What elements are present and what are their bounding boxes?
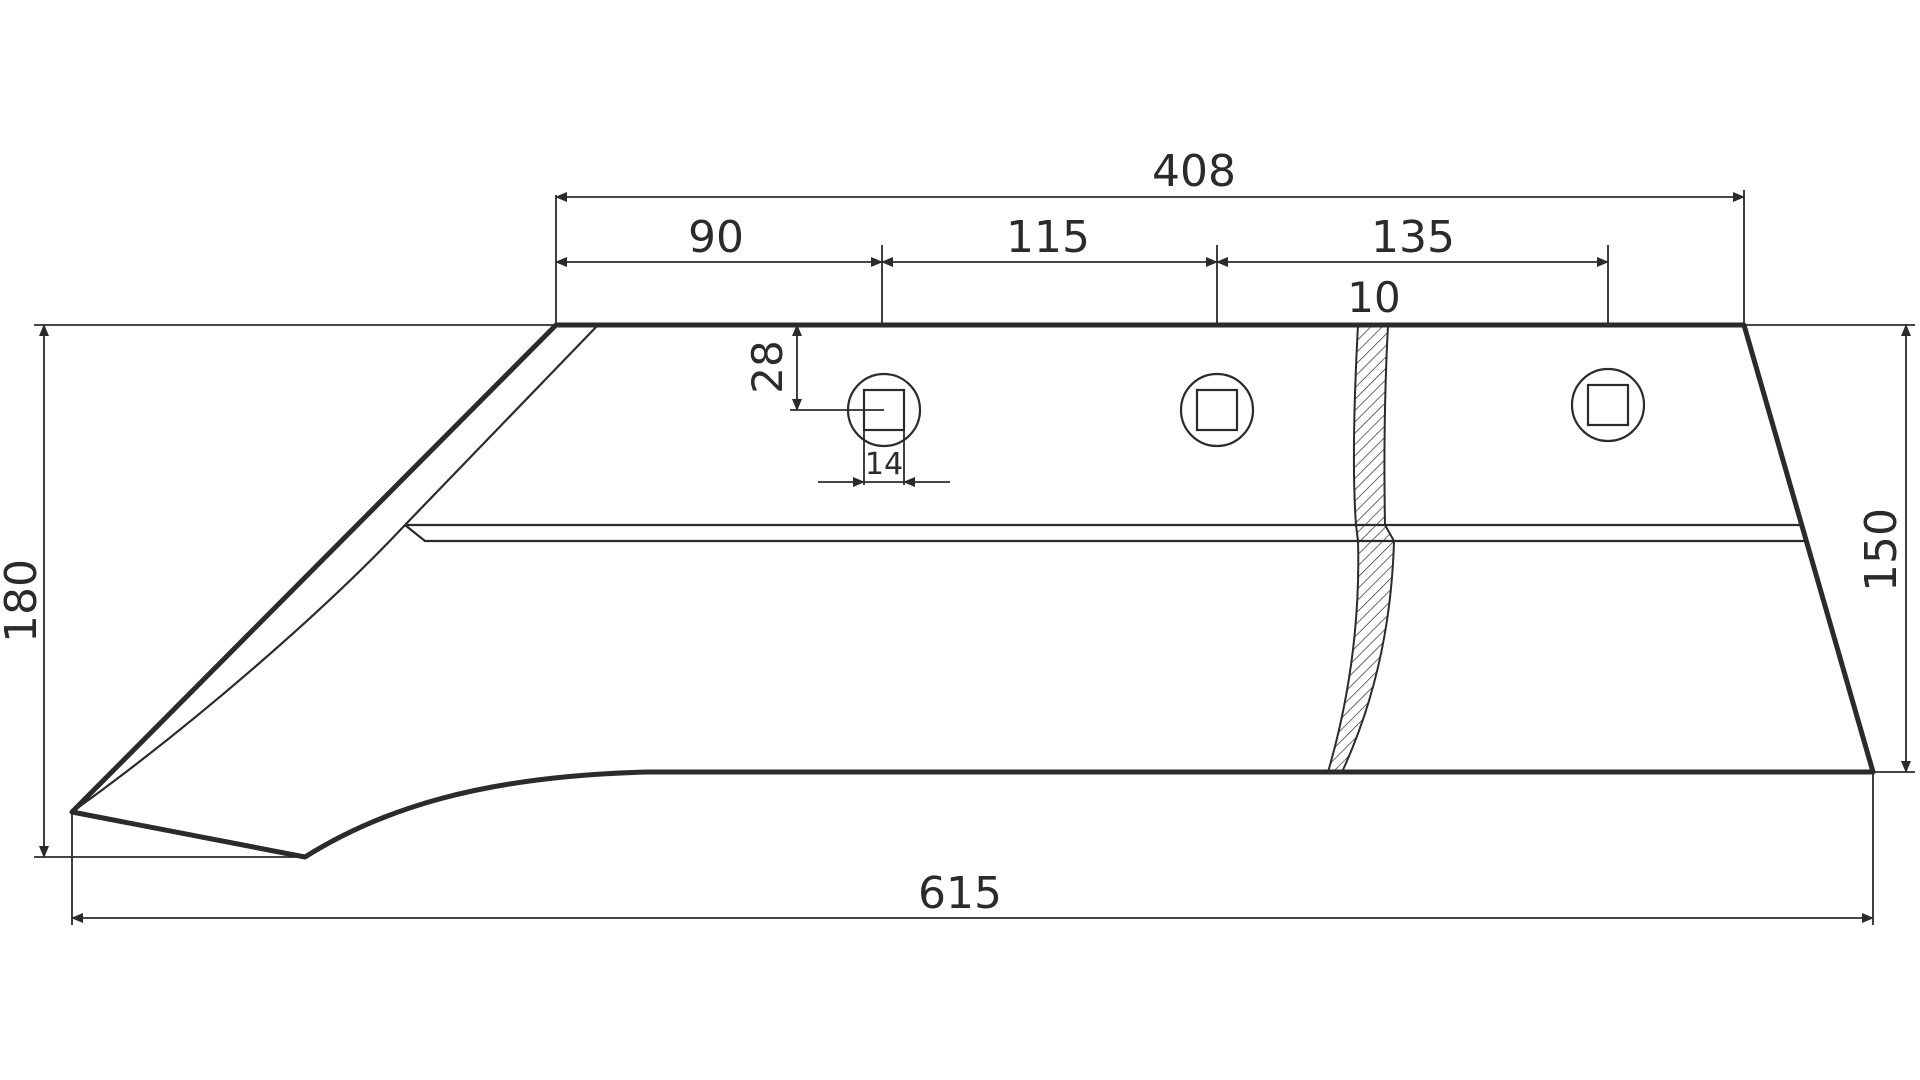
bolt-hole-2 [1179,372,1255,448]
dimension-lines [39,192,1911,923]
label-408: 408 [1152,146,1236,197]
extension-lines [34,190,1915,925]
heel-strap [404,523,1805,543]
label-150: 150 [1856,508,1907,592]
label-115: 115 [1006,212,1090,263]
label-615: 615 [918,868,1002,919]
bolt-holes [846,367,1646,448]
label-135: 135 [1371,212,1455,263]
share-contour [69,322,1876,860]
label-14: 14 [865,447,903,482]
label-10: 10 [1347,273,1400,322]
label-180: 180 [0,559,47,643]
bevel-line [71,324,599,813]
label-28: 28 [743,340,792,393]
label-90: 90 [688,212,744,263]
bolt-hole-3 [1570,367,1646,443]
part-outline [69,322,1876,860]
hatched-insert [1326,324,1396,773]
dimension-labels: 408 90 115 135 10 28 14 180 150 615 [0,146,1907,919]
